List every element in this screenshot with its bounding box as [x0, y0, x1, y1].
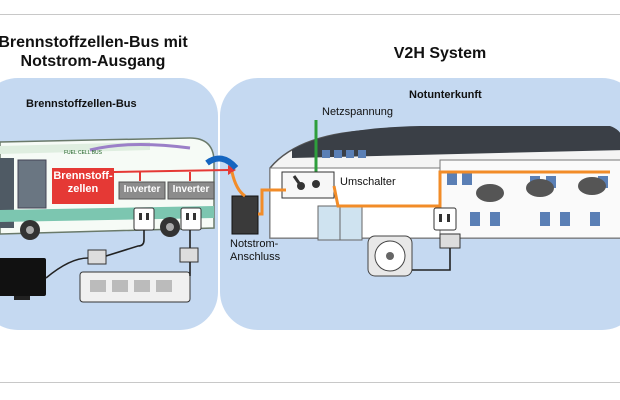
shelter-cable-to-fan — [412, 248, 451, 271]
fuel-cell-label-line1: Brennstoff- — [53, 170, 113, 182]
bus-outlet-right-icon — [180, 207, 202, 231]
right-title: V2H System — [393, 45, 487, 62]
bus-plug-adapter-1-icon — [87, 249, 107, 265]
fuel-cell-box — [52, 168, 114, 204]
inverter-1-label: Inverter — [123, 184, 161, 195]
orange-cable-switch-to-lamps — [332, 170, 610, 208]
connector-label: Notstrom- Anschluss — [230, 238, 280, 264]
bus-cable-3 — [45, 257, 89, 279]
shelter-heading: Notunterkunft — [409, 89, 482, 101]
lamp-1-icon — [476, 184, 504, 202]
bus-cable-1 — [105, 230, 145, 257]
lamp-2-icon — [526, 179, 554, 197]
bus-sign: FUEL CELL BUS — [64, 150, 102, 156]
connector-label-line1: Notstrom- — [230, 238, 279, 250]
shelter-outlet-icon — [433, 207, 457, 231]
bus-outlet-left-icon — [133, 207, 155, 231]
switch-box — [281, 171, 335, 199]
switch-label: Umschalter — [340, 176, 396, 188]
orange-cable-to-box — [230, 171, 246, 198]
left-title-line1: Brennstoffzellen-Bus mit — [0, 34, 188, 51]
orange-cable-box-to-switch — [258, 188, 286, 216]
connector-box — [231, 195, 259, 235]
tv-icon — [0, 258, 46, 300]
bus-heading: Brennstoffzellen-Bus — [26, 98, 137, 110]
bus-plug-icon — [205, 155, 239, 171]
left-title-line2: Notstrom-Ausgang — [20, 53, 166, 70]
switch-lever-icon — [292, 175, 320, 190]
connector-label-line2: Anschluss — [230, 251, 281, 263]
inverter-2-box — [167, 181, 215, 200]
bottom-divider — [0, 382, 620, 383]
lamp-3-icon — [578, 177, 606, 195]
inverter-1-box — [118, 181, 166, 200]
inverter-2-label: Inverter — [172, 184, 210, 195]
bus-plug-adapter-2-icon — [179, 247, 199, 263]
power-strip-icon — [79, 271, 191, 303]
fan-icon — [367, 235, 413, 277]
red-arrows-icon — [113, 165, 236, 181]
top-divider — [0, 14, 620, 15]
left-title: Brennstoffzellen-Bus mit Notstrom-Ausgan… — [0, 33, 198, 71]
grid-label: Netzspannung — [322, 106, 393, 118]
fuel-cell-label: Brennstoff- zellen — [52, 170, 114, 196]
shelter-plug-icon — [439, 233, 461, 249]
fuel-cell-label-line2: zellen — [67, 183, 99, 195]
